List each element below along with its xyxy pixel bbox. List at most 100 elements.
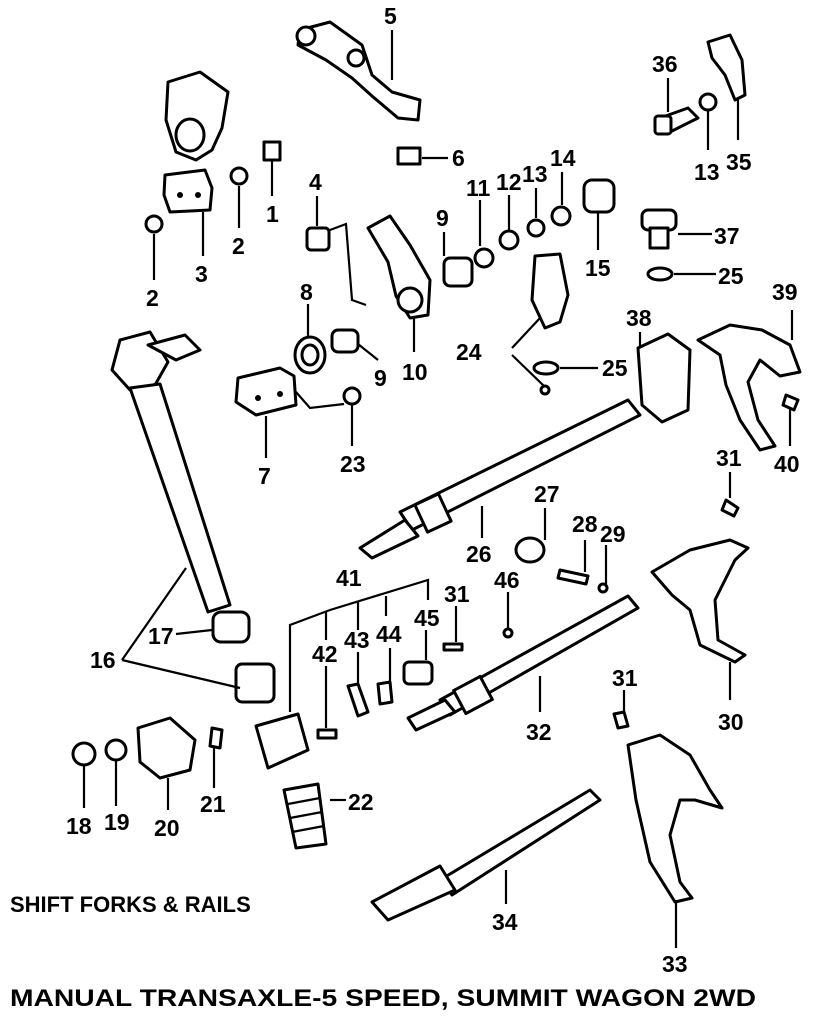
part-37-plug (640, 208, 678, 250)
callout-43: 43 (344, 627, 370, 653)
callout-12: 12 (496, 169, 522, 195)
part-14-washer (550, 205, 572, 227)
part-45-plunger (402, 660, 434, 686)
callout-19: 19 (104, 809, 130, 835)
callout-30: 30 (718, 709, 744, 735)
part-36-bolt (653, 106, 700, 136)
callout-7: 7 (258, 463, 271, 489)
callout-5: 5 (384, 3, 397, 29)
callout-37: 37 (714, 223, 740, 249)
part-13-washer-b (698, 92, 718, 112)
callout-9a: 9 (374, 365, 387, 391)
part-41-block (254, 712, 310, 770)
part-11-washer (473, 247, 495, 269)
callout-1: 1 (266, 201, 279, 227)
callout-38: 38 (626, 305, 652, 331)
part-22-spring (282, 782, 328, 850)
callout-labels: 5 6 1 2 2 3 4 10 8 9 9 11 12 13 14 15 24… (66, 3, 800, 977)
part-25-oring-a (646, 266, 674, 282)
part-1-bolt (262, 140, 282, 162)
part-9-bushing-a (330, 328, 360, 354)
callout-22: 22 (348, 789, 374, 815)
callout-26: 26 (466, 541, 492, 567)
callout-41: 41 (336, 565, 362, 591)
callout-9b: 9 (436, 205, 449, 231)
part-32-rail (406, 594, 640, 732)
part-10-lever (366, 214, 432, 320)
callout-13a: 13 (522, 161, 548, 187)
part-31-pin-c (612, 710, 630, 730)
part-29-ball (597, 582, 609, 594)
part-39-fork (696, 323, 802, 452)
part-16-block (234, 662, 276, 704)
part-31-pin-b (442, 642, 464, 652)
callout-10: 10 (402, 359, 428, 385)
part-9-bushing-b (442, 256, 474, 288)
callout-31c: 31 (612, 665, 638, 691)
part-24-switch (530, 252, 570, 396)
part-38-block (636, 332, 692, 424)
callout-3: 3 (195, 261, 208, 287)
part-2-nut-a (229, 166, 249, 186)
part-18-nut (71, 741, 97, 767)
footer-caption: MANUAL TRANSAXLE-5 SPEED, SUMMIT WAGON 2… (10, 985, 756, 1012)
part-13-washer-a (526, 218, 546, 238)
part-44-spring (376, 680, 394, 706)
part-43-plate (346, 682, 370, 718)
part-12-washer (498, 229, 520, 251)
callout-44: 44 (376, 621, 402, 647)
callout-28: 28 (572, 511, 598, 537)
callout-27: 27 (534, 481, 560, 507)
callout-2a: 2 (232, 233, 245, 259)
callout-29: 29 (600, 521, 626, 547)
section-caption: SHIFT FORKS & RAILS (10, 892, 251, 917)
callout-2b: 2 (146, 285, 159, 311)
callout-24: 24 (456, 339, 482, 365)
callout-17: 17 (148, 623, 174, 649)
part-5-lever (295, 20, 422, 122)
part-23-nut (342, 386, 362, 406)
part-42-pin (316, 728, 338, 740)
callout-33: 33 (662, 951, 688, 977)
part-34-rail (370, 788, 602, 922)
part-17-bushing (211, 610, 251, 644)
callout-45: 45 (414, 605, 440, 631)
callout-16: 16 (90, 647, 116, 673)
callout-35: 35 (726, 149, 752, 175)
callout-14: 14 (550, 145, 576, 171)
callout-4: 4 (309, 169, 322, 195)
part-21-clip (208, 726, 224, 750)
part-25-oring-b (532, 360, 560, 376)
callout-20: 20 (154, 815, 180, 841)
part-4-bushing (305, 226, 331, 252)
part-30-fork (650, 538, 750, 664)
callout-15: 15 (585, 255, 611, 281)
callout-25b: 25 (602, 355, 628, 381)
callout-36: 36 (652, 51, 678, 77)
part-19-washer (104, 738, 128, 762)
callout-6: 6 (452, 145, 465, 171)
part-20-bracket (136, 716, 197, 780)
callout-42: 42 (312, 641, 338, 667)
leader-lines (82, 30, 794, 948)
callout-32: 32 (526, 719, 552, 745)
part-46-ball (502, 627, 514, 639)
callout-18: 18 (66, 813, 92, 839)
part-6-clip (396, 146, 422, 166)
part-26-rail (358, 398, 642, 560)
callout-40: 40 (774, 451, 800, 477)
part-7-bracket (234, 366, 298, 417)
callout-39: 39 (772, 279, 798, 305)
callout-31b: 31 (444, 581, 470, 607)
part-31-pin-a (720, 498, 740, 518)
callout-46: 46 (494, 567, 520, 593)
part-40-pin (781, 393, 800, 412)
part-35-arm (706, 33, 747, 102)
part-28-spring (556, 568, 590, 586)
callout-21: 21 (200, 791, 226, 817)
part-16-shaft (110, 330, 232, 614)
part-15-cap (582, 178, 616, 214)
part-2-nut-b (144, 214, 164, 234)
part-8-spring (293, 335, 327, 375)
